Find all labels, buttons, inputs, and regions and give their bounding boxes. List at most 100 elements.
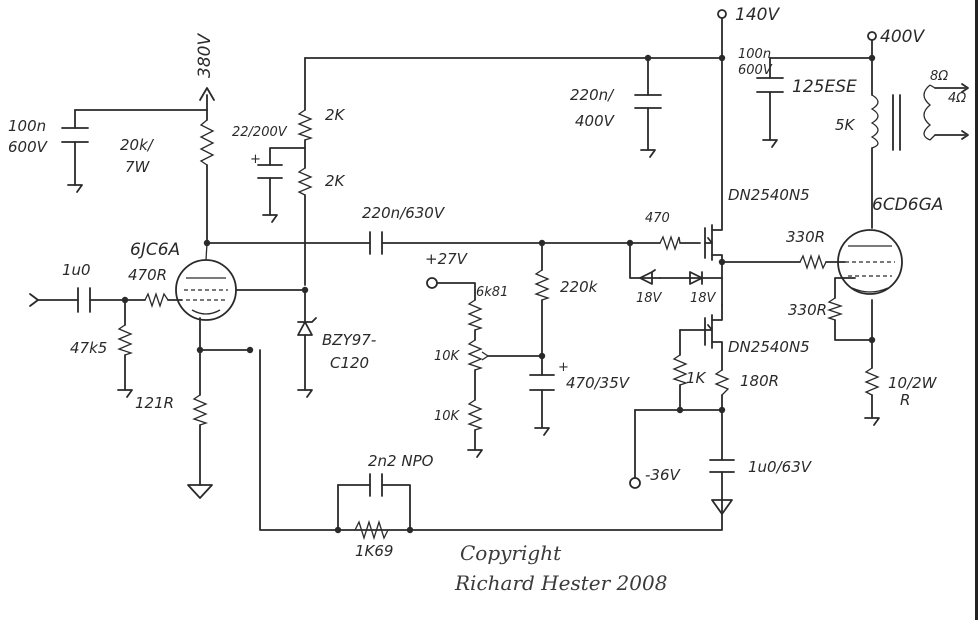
cap-2n2-npo-icon <box>369 473 383 497</box>
label-r-330r-top: 330R <box>786 228 825 246</box>
ground-icon <box>864 417 880 426</box>
cap-470-35v-icon: + <box>529 360 569 391</box>
page-edge-border <box>975 0 978 620</box>
label-zener-18v-right: 18V <box>690 291 717 306</box>
label-r-1k: 1K <box>686 369 707 387</box>
cap-1u0-63v-icon <box>709 459 735 473</box>
label-c-22-200v: 22/200V <box>232 125 288 140</box>
label-zener-bz: BZY97- <box>322 331 376 349</box>
cap-220n-400v-icon <box>634 94 662 109</box>
label-tube-input: 6JC6A <box>130 240 180 260</box>
ground-icon <box>467 449 483 458</box>
svg-text:+: + <box>250 152 261 167</box>
label-c-2n2-npo: 2n2 NPO <box>368 452 434 470</box>
resistor-47k5-icon <box>117 324 134 356</box>
label-transformer-name: 125ESE <box>792 77 857 97</box>
cap-220n-630v-icon <box>369 231 383 255</box>
label-mosfet-bottom: DN2540N5 <box>728 338 810 356</box>
resistor-1k-icon <box>672 354 689 386</box>
input-arrow-icon <box>29 293 39 307</box>
label-r-6k81: 6k81 <box>476 285 508 300</box>
label-c-100n-right-b: 600V <box>738 63 773 78</box>
junction-dots <box>121 54 876 534</box>
resistor-10k-icon <box>467 399 484 431</box>
rail-label-neg36v: -36V <box>645 466 681 484</box>
resistor-2k-bottom-icon <box>297 167 313 196</box>
label-c-100n-left-b: 600V <box>8 138 49 156</box>
wires <box>37 17 966 531</box>
label-out-8ohm: 8Ω <box>930 69 948 84</box>
svg-text:+: + <box>558 360 569 375</box>
resistor-20k-icon <box>199 119 215 166</box>
label-r-10-2w-b: R <box>900 391 910 409</box>
label-r-330r-bottom: 330R <box>788 301 827 319</box>
signature-line1: Copyright <box>460 541 562 565</box>
label-c-220n-400v-b: 400V <box>575 112 616 130</box>
label-r-1k69: 1K69 <box>355 542 393 560</box>
label-r-180r: 180R <box>740 372 779 390</box>
rail-label-400v: 400V <box>880 27 925 47</box>
resistor-330r-screen-icon <box>826 297 844 321</box>
label-r-20k-b: 7W <box>125 158 151 176</box>
pot-wiper-icon <box>481 351 489 361</box>
label-c-1u0-63v: 1u0/63V <box>748 458 813 476</box>
grounds <box>67 139 880 515</box>
mosfet-top-icon <box>704 237 713 244</box>
label-out-4ohm: 4Ω <box>948 91 966 106</box>
label-transformer-primary: 5K <box>835 116 856 134</box>
zener-18v-right-icon <box>689 271 703 285</box>
ground-icon <box>762 139 778 148</box>
capacitors: + + <box>61 77 784 497</box>
label-r-2k-bottom: 2K <box>325 172 346 190</box>
label-r-2k-top: 2K <box>325 106 346 124</box>
supply-terminals <box>29 9 877 489</box>
zener-bzy97-icon <box>297 317 317 336</box>
cap-1u0-input-icon <box>77 287 91 313</box>
resistor-121r-icon <box>192 394 209 426</box>
label-c-1u0-in: 1u0 <box>62 261 91 279</box>
label-tube-output: 6CD6GA <box>872 195 943 215</box>
zener-18v-left-icon <box>639 269 656 285</box>
rail-label-140v: 140V <box>735 5 780 25</box>
tube-6cd6ga-icon <box>837 229 903 295</box>
resistors <box>117 109 880 541</box>
resistor-6k81-icon <box>467 299 484 331</box>
signature-line2: Richard Hester 2008 <box>454 571 667 595</box>
resistor-330r-grid-icon <box>799 253 827 271</box>
label-r-470r: 470R <box>128 266 167 284</box>
rail-label-380v: 380V <box>195 33 215 78</box>
terminal-140v-icon <box>717 9 727 19</box>
label-r-10k-pot: 10K <box>434 349 461 364</box>
resistor-1k69-icon <box>354 519 389 541</box>
label-c-220n-630v: 220n/630V <box>362 204 446 222</box>
label-r-10-2w-a: 10/2W <box>888 374 938 392</box>
resistor-10k-pot-icon <box>467 339 484 371</box>
transformer-icon <box>870 83 969 151</box>
resistor-2k-top-icon <box>297 109 314 141</box>
ground-icon <box>711 499 733 515</box>
label-r-10k: 10K <box>434 409 461 424</box>
label-zener-18v-left: 18V <box>636 291 663 306</box>
ground-icon <box>67 184 83 193</box>
terminal-neg36v-icon <box>629 477 641 489</box>
resistor-10r-2w-icon <box>864 367 880 396</box>
cap-100n-600v-right-icon <box>756 77 784 93</box>
label-c-470-35v: 470/35V <box>566 374 631 392</box>
tube-6jc6a-icon <box>175 242 237 321</box>
cap-100n-600v-left-icon <box>61 127 89 143</box>
resistor-220k-icon <box>534 269 551 301</box>
label-c-100n-right-a: 100n <box>738 47 771 62</box>
terminal-400v-icon <box>867 31 877 41</box>
label-r-470: 470 <box>645 211 670 226</box>
label-r-121r: 121R <box>135 394 174 412</box>
ground-icon <box>534 427 550 436</box>
ground-icon <box>262 214 278 223</box>
ground-icon <box>187 484 213 499</box>
label-mosfet-top: DN2540N5 <box>728 186 810 204</box>
label-c-220n-400v-a: 220n/ <box>570 86 615 104</box>
labels: 380V 140V 400V +27V -36V 100n 600V 20k/ … <box>8 5 966 595</box>
rail-label-27v: +27V <box>425 250 469 268</box>
ground-icon <box>640 149 656 158</box>
resistor-470-icon <box>659 234 681 252</box>
